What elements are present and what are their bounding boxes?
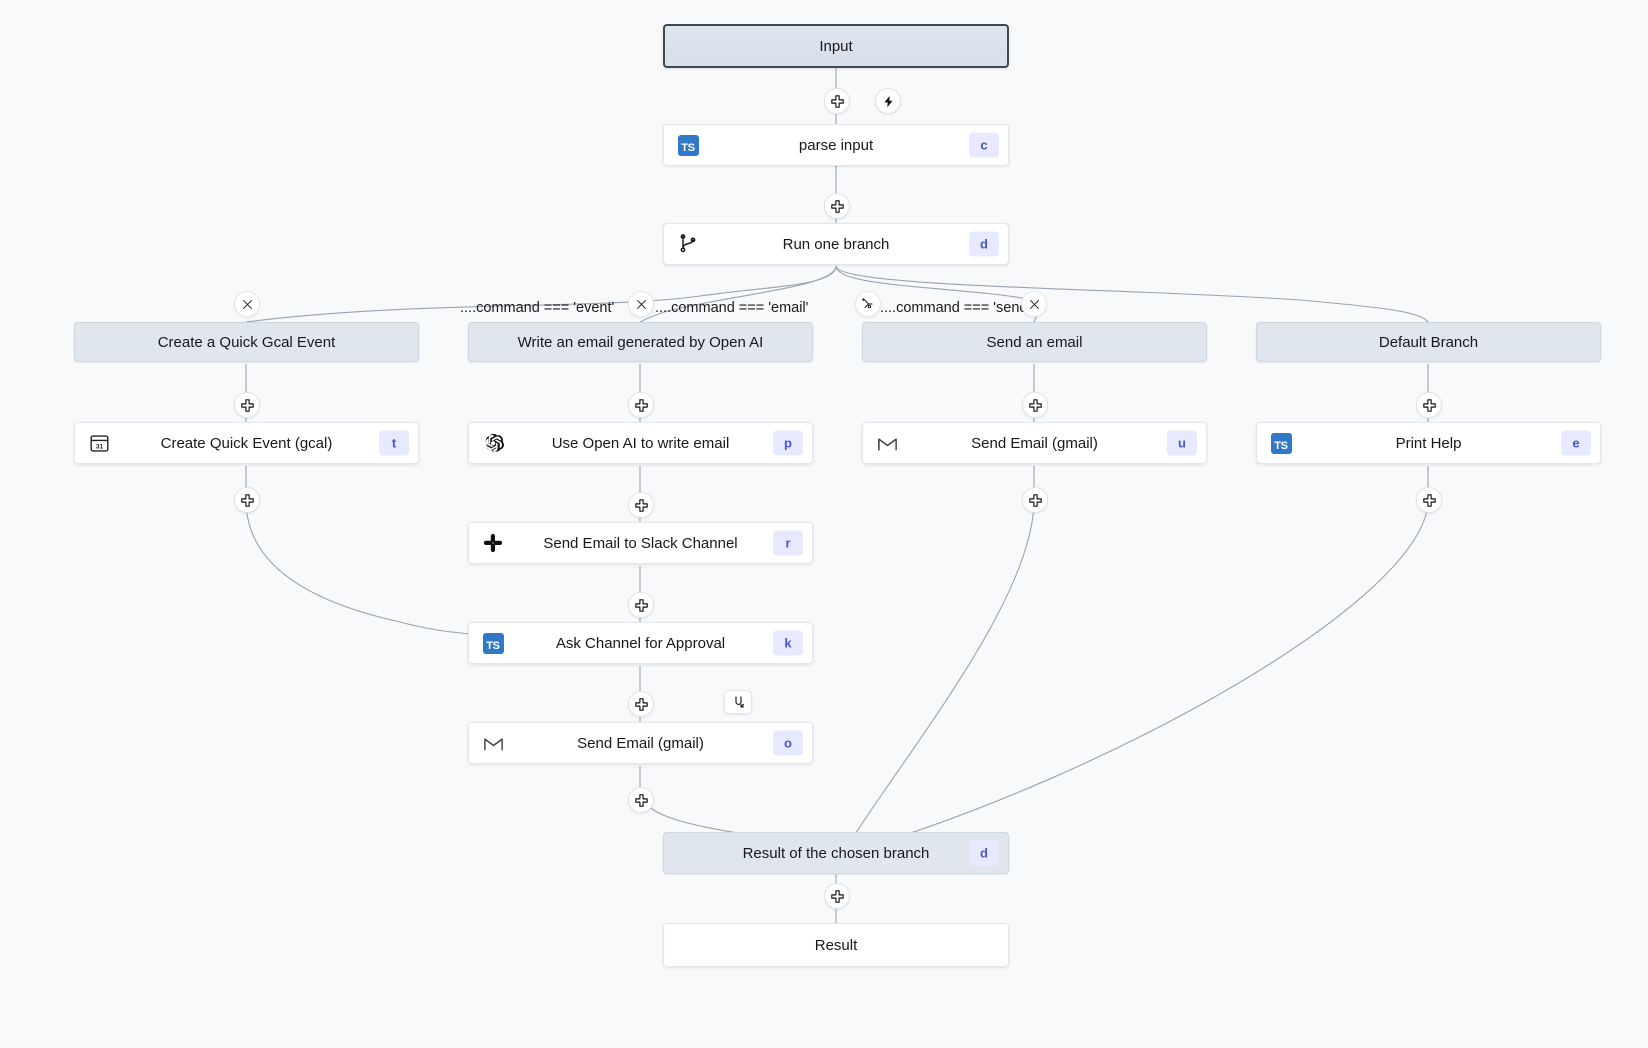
add-step-handle-default[interactable] xyxy=(1416,392,1442,418)
node-use-openai[interactable]: Use Open AI to write email p xyxy=(468,422,813,464)
add-step-handle-after-gcal[interactable] xyxy=(234,487,260,513)
add-step-handle-parse[interactable] xyxy=(824,193,850,219)
openai-icon xyxy=(481,431,505,455)
remove-branch-handle-3[interactable] xyxy=(1021,291,1047,317)
trigger-handle[interactable] xyxy=(875,88,901,114)
svg-text:31: 31 xyxy=(95,443,103,450)
node-send-email-gmail-branch-label: Send Email (gmail) xyxy=(577,734,704,752)
add-step-handle-after-openai[interactable] xyxy=(628,492,654,518)
node-send-email-slack-label: Send Email to Slack Channel xyxy=(543,534,738,552)
add-step-handle-after-gmail-branch[interactable] xyxy=(628,787,654,813)
node-input[interactable]: Input xyxy=(663,24,1009,68)
branch-head-email[interactable]: Write an email generated by Open AI xyxy=(468,322,813,362)
node-parse-input-shortcut[interactable]: c xyxy=(969,132,999,158)
add-step-handle-send[interactable] xyxy=(1022,392,1048,418)
node-use-openai-label: Use Open AI to write email xyxy=(551,434,730,452)
node-create-quick-event-shortcut[interactable]: t xyxy=(379,430,409,456)
add-step-handle-input[interactable] xyxy=(824,88,850,114)
node-result-of-branch[interactable]: Result of the chosen branch d xyxy=(663,832,1009,874)
typescript-icon: TS xyxy=(1269,431,1293,455)
node-send-email-gmail-send-label: Send Email (gmail) xyxy=(971,434,1098,452)
node-result-of-branch-shortcut[interactable]: d xyxy=(969,840,999,866)
node-ask-channel-approval-label: Ask Channel for Approval xyxy=(555,634,726,652)
node-create-quick-event[interactable]: 31 Create Quick Event (gcal) t xyxy=(74,422,419,464)
node-input-label: Input xyxy=(819,37,853,55)
add-step-handle-after-print-help[interactable] xyxy=(1416,487,1442,513)
slack-icon xyxy=(481,531,505,555)
node-run-one-branch[interactable]: Run one branch d xyxy=(663,223,1009,265)
branch-head-gcal-label: Create a Quick Gcal Event xyxy=(157,333,336,351)
node-ask-channel-approval-shortcut[interactable]: k xyxy=(773,630,803,656)
google-calendar-icon: 31 xyxy=(87,431,111,455)
add-step-handle-after-result-branch[interactable] xyxy=(824,883,850,909)
node-send-email-slack[interactable]: Send Email to Slack Channel r xyxy=(468,522,813,564)
remove-branch-handle-1[interactable] xyxy=(234,291,260,317)
node-run-one-branch-label: Run one branch xyxy=(782,235,890,253)
node-result-label: Result xyxy=(814,936,858,954)
node-print-help[interactable]: TS Print Help e xyxy=(1256,422,1601,464)
branch-head-send-label: Send an email xyxy=(986,333,1083,351)
node-create-quick-event-label: Create Quick Event (gcal) xyxy=(160,434,333,452)
node-send-email-gmail-send-branch[interactable]: Send Email (gmail) u xyxy=(862,422,1207,464)
node-run-one-branch-shortcut[interactable]: d xyxy=(969,231,999,257)
node-print-help-label: Print Help xyxy=(1395,434,1462,452)
gmail-icon xyxy=(481,731,505,755)
node-use-openai-shortcut[interactable]: p xyxy=(773,430,803,456)
add-branch-handle[interactable] xyxy=(855,291,881,317)
branch-head-email-label: Write an email generated by Open AI xyxy=(517,333,764,351)
add-step-handle-after-slack[interactable] xyxy=(628,592,654,618)
node-print-help-shortcut[interactable]: e xyxy=(1561,430,1591,456)
add-step-handle-gcal[interactable] xyxy=(234,392,260,418)
branch-condition-send: ....command === 'send' xyxy=(880,300,1031,316)
typescript-icon: TS xyxy=(676,133,700,157)
branch-head-send[interactable]: Send an email xyxy=(862,322,1207,362)
add-step-handle-email[interactable] xyxy=(628,392,654,418)
branch-condition-event: ....command === 'event' xyxy=(460,300,615,316)
node-parse-input-label: parse input xyxy=(798,136,874,154)
gmail-icon xyxy=(875,431,899,455)
node-parse-input[interactable]: TS parse input c xyxy=(663,124,1009,166)
node-send-email-gmail-branch-shortcut[interactable]: o xyxy=(773,730,803,756)
node-send-email-gmail-send-shortcut[interactable]: u xyxy=(1167,430,1197,456)
branch-condition-email: ....command === 'email' xyxy=(655,300,809,316)
branch-head-gcal[interactable]: Create a Quick Gcal Event xyxy=(74,322,419,362)
node-result-of-branch-label: Result of the chosen branch xyxy=(742,844,930,862)
branch-head-default-label: Default Branch xyxy=(1378,333,1479,351)
add-step-handle-after-send-email[interactable] xyxy=(1022,487,1048,513)
node-result[interactable]: Result xyxy=(663,923,1009,967)
suspend-icon[interactable] xyxy=(724,690,752,714)
node-ask-channel-approval[interactable]: TS Ask Channel for Approval k xyxy=(468,622,813,664)
branch-head-default[interactable]: Default Branch xyxy=(1256,322,1601,362)
add-step-handle-after-approval[interactable] xyxy=(628,691,654,717)
node-send-email-gmail-branch[interactable]: Send Email (gmail) o xyxy=(468,722,813,764)
remove-branch-handle-2[interactable] xyxy=(628,291,654,317)
typescript-icon: TS xyxy=(481,631,505,655)
node-send-email-slack-shortcut[interactable]: r xyxy=(773,530,803,556)
branch-icon xyxy=(676,232,700,256)
